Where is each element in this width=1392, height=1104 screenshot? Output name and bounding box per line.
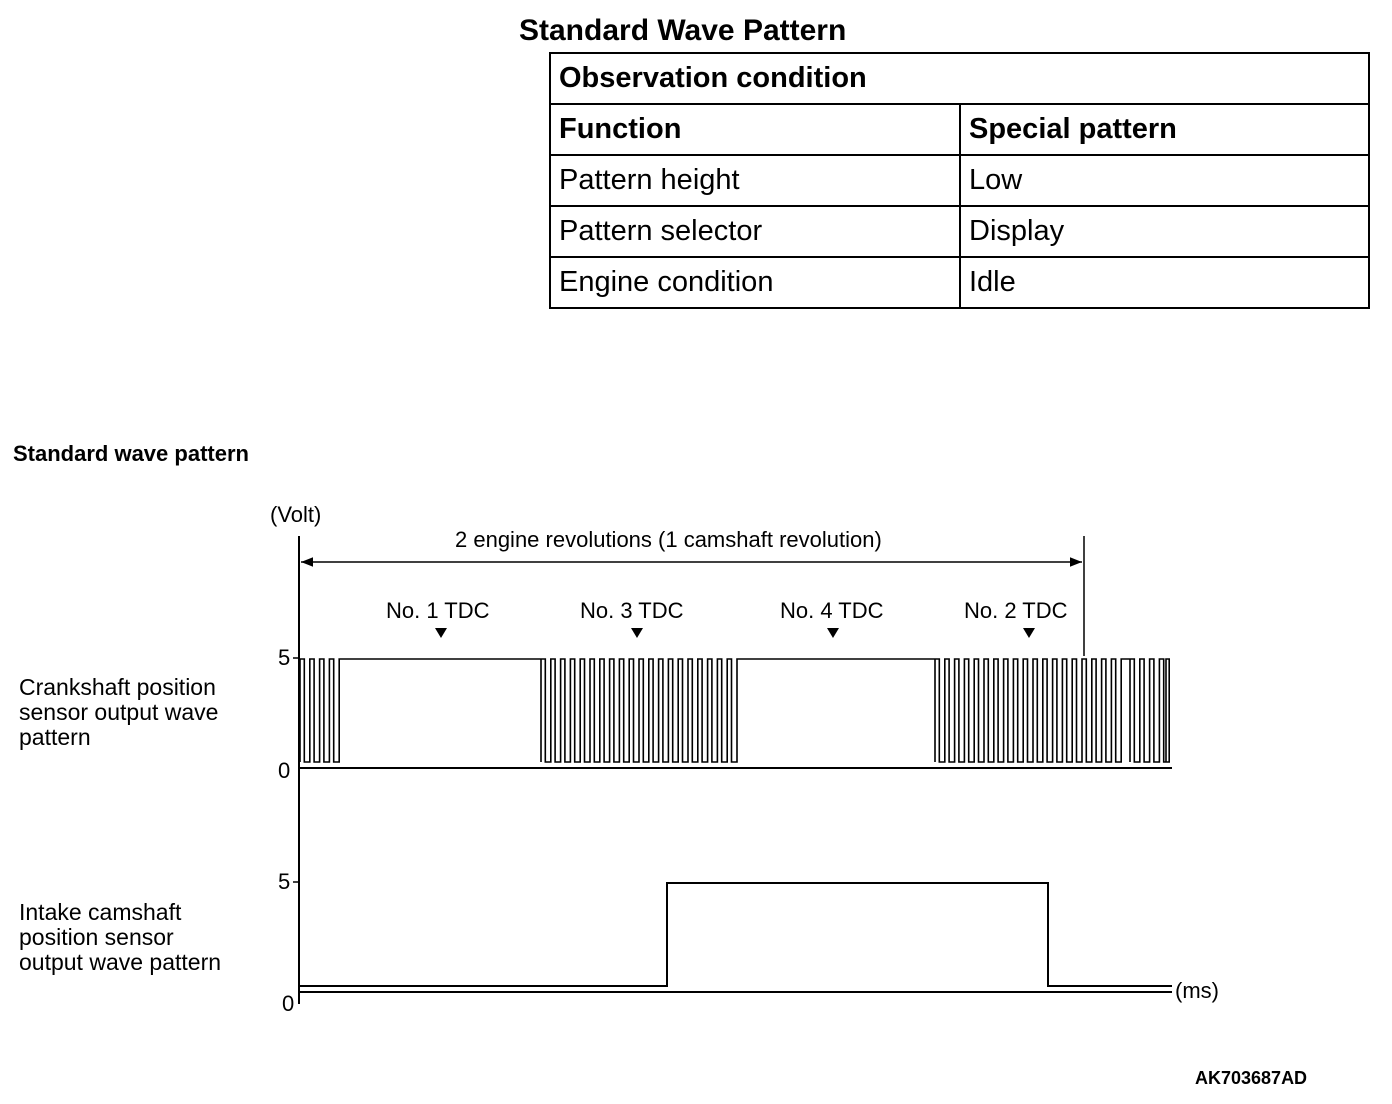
- crank-y-low: 0: [278, 758, 291, 783]
- cam-waveform: [300, 882, 1172, 987]
- crank-waveform: [299, 658, 1170, 763]
- table-title: Standard Wave Pattern: [519, 14, 847, 47]
- cam-label-line-2: position sensor: [19, 924, 174, 950]
- span-label: 2 engine revolutions (1 camshaft revolut…: [455, 527, 882, 552]
- table-header-row: Observation condition: [549, 52, 1370, 105]
- table-row: Pattern selector Display: [549, 205, 1370, 258]
- cam-y-high: 5: [278, 869, 291, 894]
- crank-label-line-2: sensor output wave: [19, 699, 219, 725]
- table-cell: Pattern height: [549, 154, 961, 207]
- table-cell: Engine condition: [549, 256, 961, 309]
- figure-code: AK703687AD: [1195, 1068, 1308, 1088]
- cam-y-low: 0: [282, 991, 295, 1016]
- volt-unit-label: (Volt): [270, 502, 322, 527]
- wave-pattern-heading: Standard wave pattern: [13, 441, 249, 466]
- column-header-special-pattern: Special pattern: [959, 103, 1370, 156]
- time-unit-label: (ms): [1175, 978, 1219, 1003]
- crank-label-line-3: pattern: [19, 724, 91, 750]
- table-column-row: Function Special pattern: [549, 103, 1370, 156]
- cam-label-line-1: Intake camshaft: [19, 899, 182, 925]
- table-cell: Display: [959, 205, 1370, 258]
- table-cell: Pattern selector: [549, 205, 961, 258]
- tdc-label-4: No. 4 TDC: [780, 598, 884, 623]
- tdc-label-1: No. 1 TDC: [386, 598, 490, 623]
- table-cell: Idle: [959, 256, 1370, 309]
- observation-condition-table: Observation condition Function Special p…: [549, 52, 1370, 309]
- crank-label-line-1: Crankshaft position: [19, 674, 216, 700]
- tdc-arrow-4: [827, 628, 839, 638]
- tdc-arrow-2: [1023, 628, 1035, 638]
- cam-label-line-3: output wave pattern: [19, 949, 222, 975]
- tdc-arrow-3: [631, 628, 643, 638]
- table-row: Engine condition Idle: [549, 256, 1370, 309]
- tdc-label-2: No. 2 TDC: [964, 598, 1068, 623]
- table-header: Observation condition: [549, 52, 1370, 105]
- table-cell: Low: [959, 154, 1370, 207]
- tdc-arrow-1: [435, 628, 447, 638]
- table-row: Pattern height Low: [549, 154, 1370, 207]
- crank-y-high: 5: [278, 645, 291, 670]
- column-header-function: Function: [549, 103, 961, 156]
- tdc-label-3: No. 3 TDC: [580, 598, 684, 623]
